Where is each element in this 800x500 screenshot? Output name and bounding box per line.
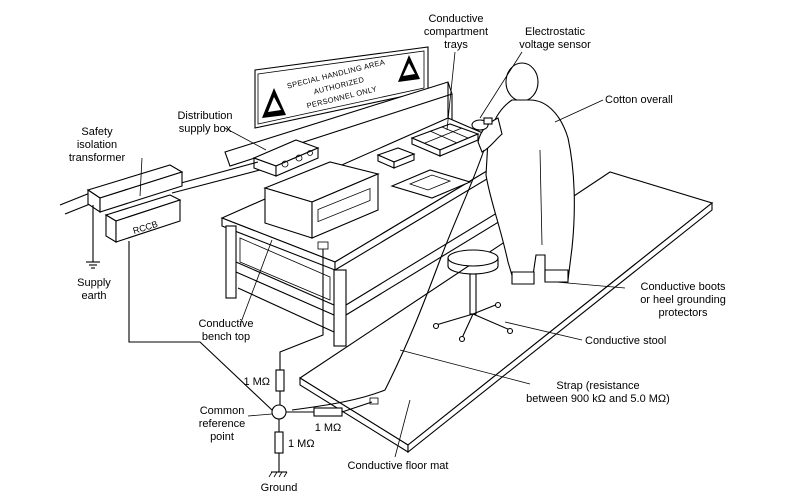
label-distribution-box: Distribution supply box [177,110,232,135]
label-conductive-boots: Conductive boots or heel grounding prote… [640,281,726,319]
label-bench-top: Conductive bench top [198,318,253,343]
svg-text:Conductive: Conductive [428,13,483,25]
label-isolation-transformer: Safety isolation transformer [69,126,126,164]
warning-sign-board: SPECIAL HANDLING AREA AUTHORIZED PERSONN… [254,46,429,129]
svg-text:Common: Common [200,405,245,417]
label-resistor-bench: 1 MΩ [243,376,270,388]
label-conductive-stool: Conductive stool [585,335,666,347]
svg-text:Electrostatic: Electrostatic [525,26,585,38]
leader-lines [139,51,626,458]
resistor-ground [274,431,284,454]
operator-figure [471,62,575,285]
svg-text:point: point [210,431,234,443]
svg-text:Strap (resistance: Strap (resistance [556,380,639,392]
svg-text:protectors: protectors [659,307,708,319]
svg-text:Conductive: Conductive [198,318,253,330]
svg-text:reference: reference [199,418,245,430]
label-resistor-mat: 1 MΩ [315,422,342,434]
resistor-mat [313,407,343,417]
supply-earth-symbol [86,205,100,269]
svg-text:Safety: Safety [81,126,113,138]
label-voltage-sensor: Electrostatic voltage sensor [519,26,591,51]
svg-text:earth: earth [81,290,106,302]
svg-text:transformer: transformer [69,152,126,164]
svg-text:Cotton overall: Cotton overall [605,94,673,106]
wrist-strap-cable [291,149,485,411]
svg-text:supply box: supply box [179,123,232,135]
label-cotton-overall: Cotton overall [605,94,673,106]
label-supply-earth: Supply earth [77,277,111,302]
label-conductive-trays: Conductive compartment trays [424,13,488,51]
svg-text:Ground: Ground [261,482,298,494]
rccb-device: RCCB [104,194,182,243]
label-ground: Ground [261,482,298,494]
svg-text:between 900 kΩ and 5.0 MΩ): between 900 kΩ and 5.0 MΩ) [526,393,670,405]
ground-wiring [128,241,373,478]
label-strap: Strap (resistance between 900 kΩ and 5.0… [526,380,670,405]
svg-text:Conductive stool: Conductive stool [585,335,666,347]
bench-items [263,123,480,239]
svg-text:Conductive floor mat: Conductive floor mat [348,460,449,472]
conductive-stool [432,249,514,343]
svg-text:voltage sensor: voltage sensor [519,39,591,51]
svg-text:or heel grounding: or heel grounding [640,294,726,306]
supply-cables [59,161,261,215]
svg-text:Conductive boots: Conductive boots [641,281,726,293]
isolation-transformer [86,164,184,214]
resistor-bench [275,369,285,392]
svg-text:compartment: compartment [424,26,488,38]
svg-text:trays: trays [444,39,468,51]
label-resistor-ground: 1 MΩ [288,438,315,450]
conductive-floor-mat [298,171,714,454]
distribution-supply-box [252,139,320,177]
label-floor-mat: Conductive floor mat [348,460,449,472]
svg-text:Supply: Supply [77,277,111,289]
label-common-reference: Common reference point [199,405,245,443]
svg-text:bench top: bench top [202,331,250,343]
svg-text:Distribution: Distribution [177,110,232,122]
svg-text:isolation: isolation [77,139,117,151]
